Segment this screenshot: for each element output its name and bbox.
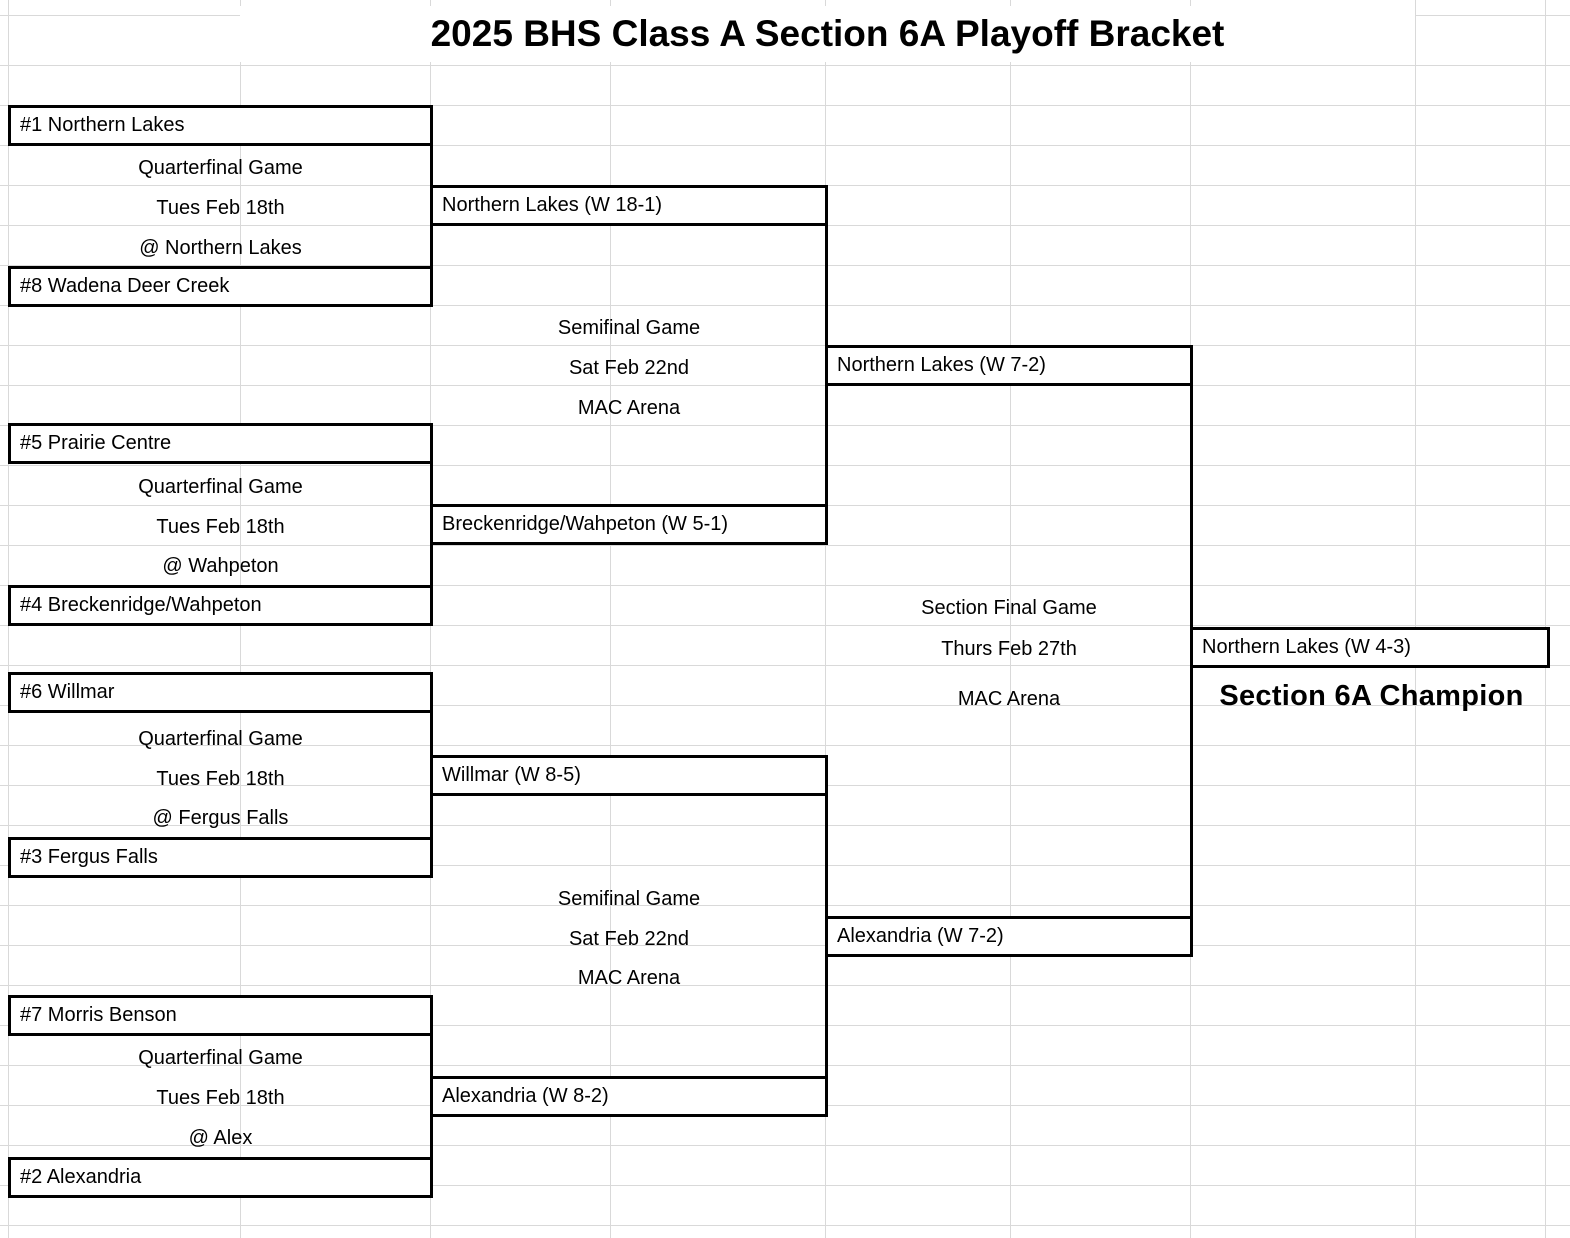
team-box-seed-3: #3 Fergus Falls (8, 837, 433, 878)
qf1-game-location: @ Northern Lakes (139, 237, 302, 259)
qf3-winner-box: Willmar (W 8-5) (430, 755, 828, 796)
grid-vline (1545, 0, 1546, 1238)
qf3-game-label: Quarterfinal Game (138, 728, 303, 750)
qf4-game-date: Tues Feb 18th (156, 1087, 285, 1109)
champion-box: Northern Lakes (W 4-3) (1190, 627, 1550, 668)
final-game-label: Section Final Game (921, 597, 1097, 619)
sf1-game-location: MAC Arena (577, 397, 681, 419)
sf2-game-label: Semifinal Game (557, 888, 701, 910)
qf4-winner-box: Alexandria (W 8-2) (430, 1076, 828, 1117)
grid-vline (825, 0, 826, 1238)
sf2-winner-box: Alexandria (W 7-2) (825, 916, 1193, 957)
grid-vline (1415, 0, 1416, 1238)
team-box-seed-2: #2 Alexandria (8, 1157, 433, 1198)
qf2-winner-box: Breckenridge/Wahpeton (W 5-1) (430, 504, 828, 545)
qf4-game-label: Quarterfinal Game (138, 1047, 303, 1069)
team-box-seed-5: #5 Prairie Centre (8, 423, 433, 464)
qf2-game-date: Tues Feb 18th (156, 516, 285, 538)
qf2-game-location: @ Wahpeton (162, 555, 279, 577)
qf3-game-date: Tues Feb 18th (156, 768, 285, 790)
team-box-seed-8: #8 Wadena Deer Creek (8, 266, 433, 307)
sf1-winner-box: Northern Lakes (W 7-2) (825, 345, 1193, 386)
qf1-winner-box: Northern Lakes (W 18-1) (430, 185, 828, 226)
qf3-game-location: @ Fergus Falls (152, 807, 289, 829)
final-game-location: MAC Arena (957, 688, 1061, 710)
qf4-game-location: @ Alex (188, 1127, 253, 1149)
grid-vline (610, 0, 611, 1238)
sf2-game-location: MAC Arena (577, 967, 681, 989)
sf2-game-date: Sat Feb 22nd (568, 928, 690, 950)
champion-caption: Section 6A Champion (1219, 680, 1524, 712)
team-box-seed-7: #7 Morris Benson (8, 995, 433, 1036)
team-box-seed-4: #4 Breckenridge/Wahpeton (8, 585, 433, 626)
sf1-game-date: Sat Feb 22nd (568, 357, 690, 379)
team-box-seed-6: #6 Willmar (8, 672, 433, 713)
qf1-game-date: Tues Feb 18th (156, 197, 285, 219)
sf1-game-label: Semifinal Game (557, 317, 701, 339)
grid-hline (0, 65, 1570, 66)
qf1-game-label: Quarterfinal Game (138, 157, 303, 179)
grid-vline (1010, 0, 1011, 1238)
final-game-date: Thurs Feb 27th (941, 638, 1077, 660)
page-title: 2025 BHS Class A Section 6A Playoff Brac… (240, 6, 1415, 62)
qf2-game-label: Quarterfinal Game (138, 476, 303, 498)
team-box-seed-1: #1 Northern Lakes (8, 105, 433, 146)
